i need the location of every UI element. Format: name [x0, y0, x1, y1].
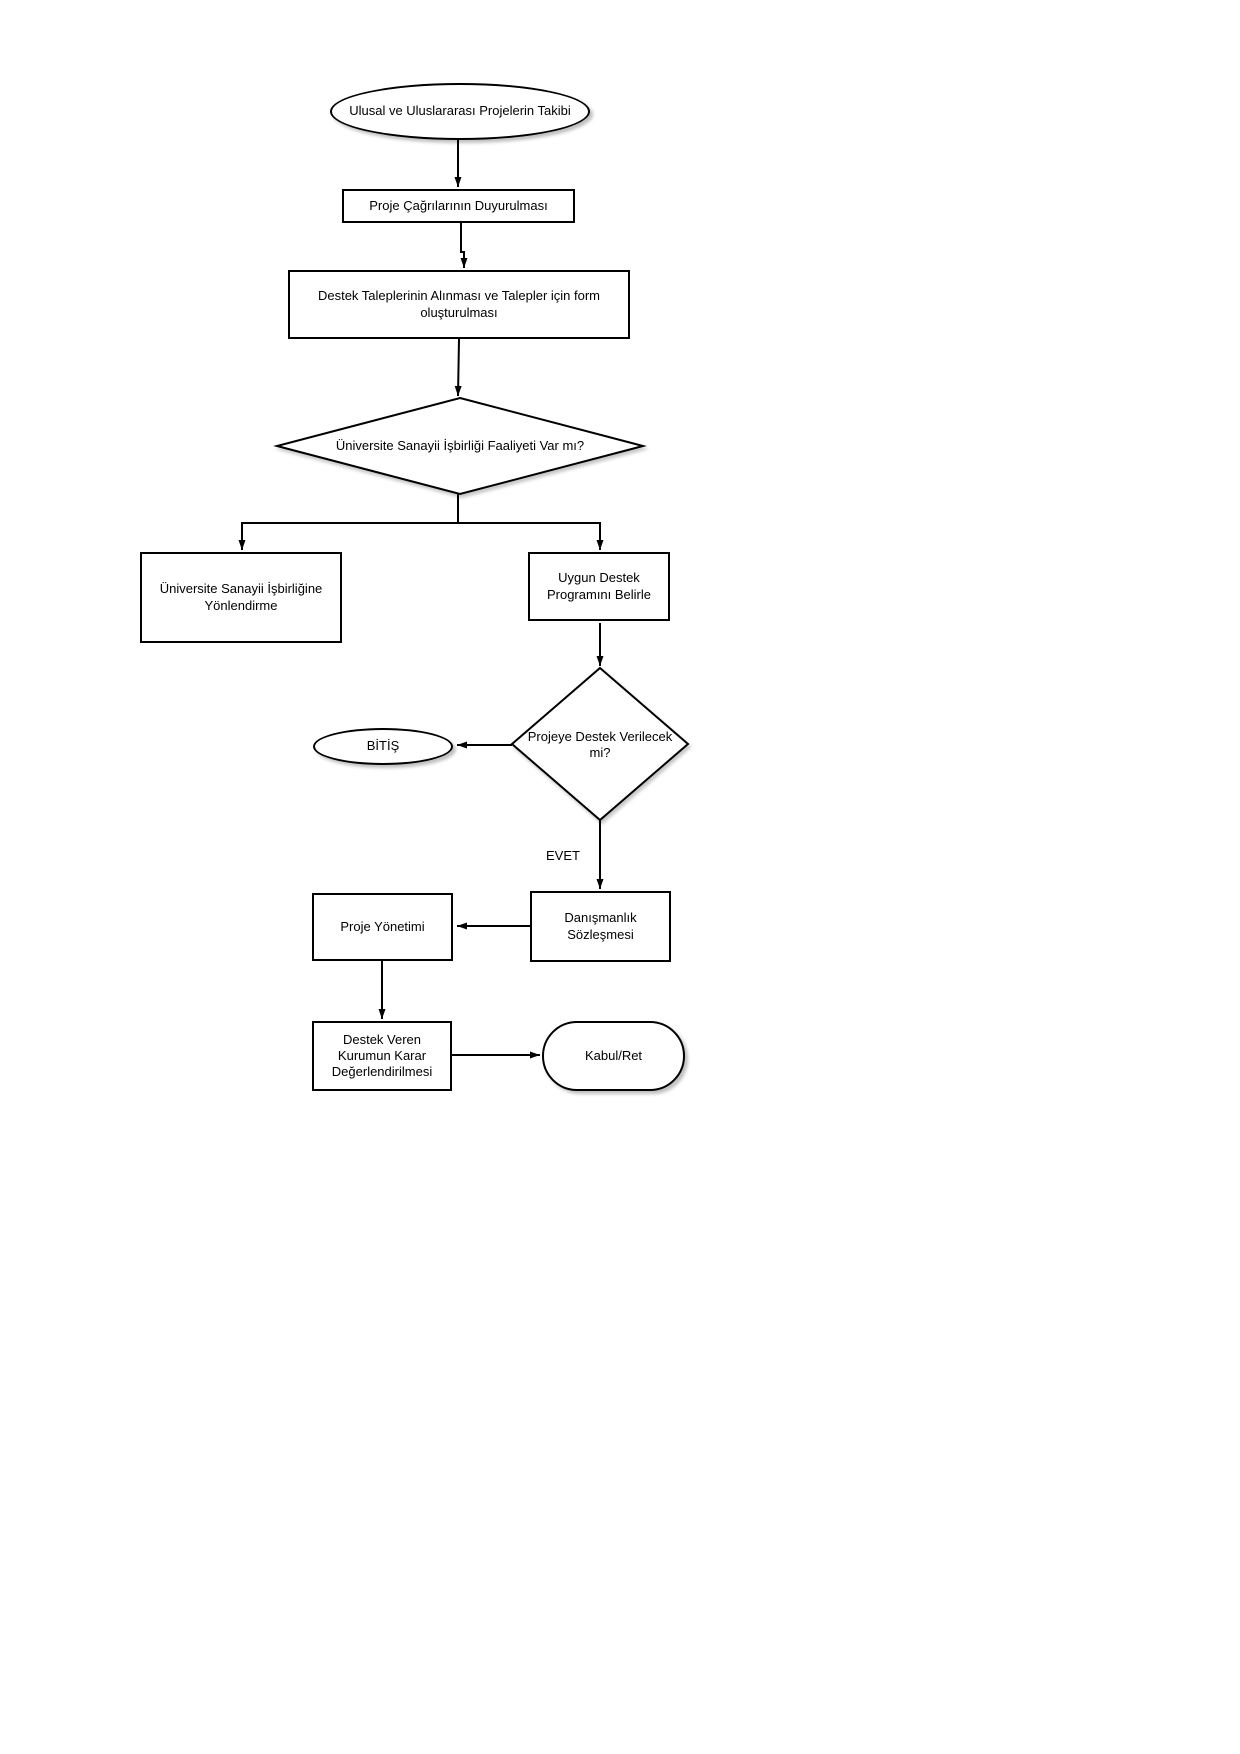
- node-contract-process: Danışmanlık Sözleşmesi: [530, 891, 671, 962]
- edge-decision-to-program: [458, 522, 604, 550]
- node-management-process: Proje Yönetimi: [312, 893, 453, 961]
- node-start-label: Ulusal ve Uluslararası Projelerin Takibi: [349, 103, 571, 119]
- edge-form-to-decision: [454, 338, 462, 397]
- node-contract-label: Danışmanlık Sözleşmesi: [564, 910, 637, 942]
- edge-announce-to-form: [460, 223, 468, 268]
- node-end-label: BİTİŞ: [366, 738, 400, 754]
- node-redirect-label: Üniversite Sanayii İşbirliğine Yönlendir…: [159, 581, 323, 613]
- node-announce-process: Proje Çağrılarının Duyurulması: [342, 189, 575, 223]
- node-evaluation-process: Destek Veren Kurumun Karar Değerlendiril…: [312, 1021, 452, 1091]
- decision-support-diamond: [510, 666, 690, 822]
- node-end-terminator: BİTİŞ: [313, 728, 453, 765]
- node-program-label: Uygun Destek Programını Belirle: [546, 570, 652, 602]
- edge-decision-to-redirect: [238, 494, 459, 550]
- node-start-terminator: Ulusal ve Uluslararası Projelerin Takibi: [330, 83, 590, 140]
- node-redirect-process: Üniversite Sanayii İşbirliğine Yönlendir…: [140, 552, 342, 643]
- node-management-label: Proje Yönetimi: [340, 918, 425, 934]
- node-announce-label: Proje Çağrılarının Duyurulması: [369, 197, 548, 213]
- node-program-process: Uygun Destek Programını Belirle: [528, 552, 670, 621]
- node-evaluation-label: Destek Veren Kurumun Karar Değerlendiril…: [331, 1031, 433, 1080]
- decision-cooperation-diamond: [273, 396, 647, 496]
- node-result-label: Kabul/Ret: [584, 1047, 643, 1063]
- node-result-terminator: Kabul/Ret: [542, 1021, 685, 1091]
- node-form-process: Destek Taleplerinin Alınması ve Talepler…: [288, 270, 630, 339]
- node-form-label: Destek Taleplerinin Alınması ve Talepler…: [317, 288, 601, 320]
